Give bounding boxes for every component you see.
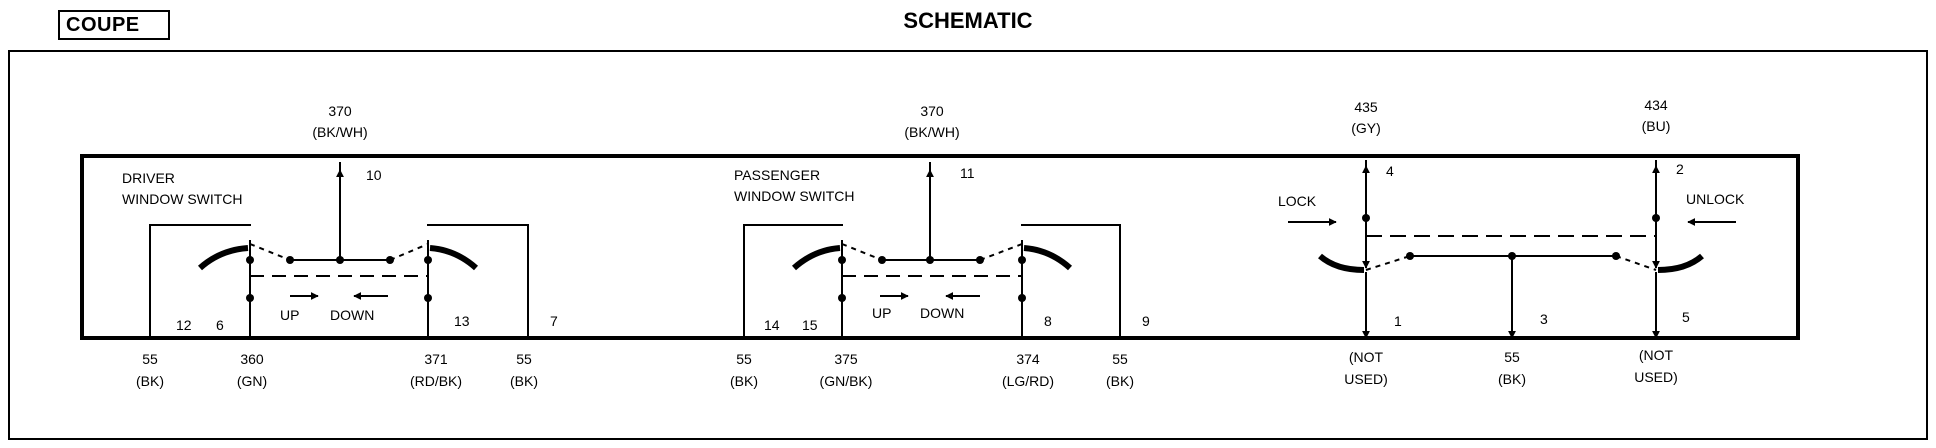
passenger-wire-2-circuit: 375 [834,351,858,367]
lock-wire-3-line1: (NOT [1639,347,1674,363]
driver-label-line1: DRIVER [122,170,175,186]
driver-wire-1-circuit: 55 [142,351,158,367]
passenger-pin-2: 15 [802,317,818,333]
passenger-wire-4-circuit: 55 [1112,351,1128,367]
lock-wire-1-line1: (NOT [1349,349,1384,365]
lock-wire-2-line2: (BK) [1498,371,1526,387]
driver-wire-4-color: (BK) [510,373,538,389]
lock-top-right-color: (BU) [1642,118,1671,134]
driver-wire-2-circuit: 360 [240,351,264,367]
passenger-label-line2: WINDOW SWITCH [734,188,855,204]
driver-wire-1-color: (BK) [136,373,164,389]
unlock-label: UNLOCK [1686,191,1745,207]
lock-junction-dots [1362,214,1660,260]
lock-top-left-circuit: 435 [1354,99,1378,115]
lock-top-right-pin: 2 [1676,161,1684,177]
driver-top-pin: 10 [366,167,382,183]
driver-pin-3: 13 [454,313,470,329]
passenger-pin-4: 9 [1142,313,1150,329]
driver-wire-2-color: (GN) [237,373,267,389]
driver-pin-2: 6 [216,317,224,333]
driver-pin-4: 7 [550,313,558,329]
driver-top-color: (BK/WH) [312,124,367,140]
lock-top-right-circuit: 434 [1644,97,1668,113]
passenger-top-circuit: 370 [920,103,944,119]
diagram-frame [8,50,1928,440]
passenger-junction-dots [838,256,1026,302]
driver-up-label: UP [280,307,299,323]
driver-pin-1: 12 [176,317,192,333]
passenger-top-pin: 11 [960,165,975,181]
lock-wire-1-line2: USED) [1344,371,1388,387]
driver-junction-dots [246,256,432,302]
lock-wire-2-line1: 55 [1504,349,1520,365]
passenger-wire-3-circuit: 374 [1016,351,1040,367]
passenger-wire-1-color: (BK) [730,373,758,389]
coupe-tag: COUPE [58,10,170,40]
passenger-wire-1-circuit: 55 [736,351,752,367]
passenger-top-color: (BK/WH) [904,124,959,140]
passenger-up-label: UP [872,305,891,321]
switch-housing [80,154,1800,340]
passenger-label-line1: PASSENGER [734,167,820,183]
driver-wire-4-circuit: 55 [516,351,532,367]
passenger-wire-3-color: (LG/RD) [1002,373,1054,389]
passenger-pin-3: 8 [1044,313,1052,329]
passenger-wire-2-color: (GN/BK) [820,373,873,389]
lock-top-left-pin: 4 [1386,163,1394,179]
door-lock-switch [1288,160,1736,339]
lock-pin-3: 5 [1682,309,1690,325]
driver-top-circuit: 370 [328,103,352,119]
lock-label: LOCK [1278,193,1317,209]
lock-top-left-color: (GY) [1351,120,1381,136]
driver-wire-3-color: (RD/BK) [410,373,462,389]
passenger-down-label: DOWN [920,305,964,321]
schematic-title: SCHEMATIC [903,8,1033,33]
lock-pin-1: 1 [1394,313,1402,329]
driver-label-line2: WINDOW SWITCH [122,191,243,207]
passenger-pin-1: 14 [764,317,780,333]
lock-pin-2: 3 [1540,311,1548,327]
passenger-wire-4-color: (BK) [1106,373,1134,389]
lock-wire-3-line2: USED) [1634,369,1678,385]
driver-wire-3-circuit: 371 [424,351,448,367]
driver-down-label: DOWN [330,307,374,323]
